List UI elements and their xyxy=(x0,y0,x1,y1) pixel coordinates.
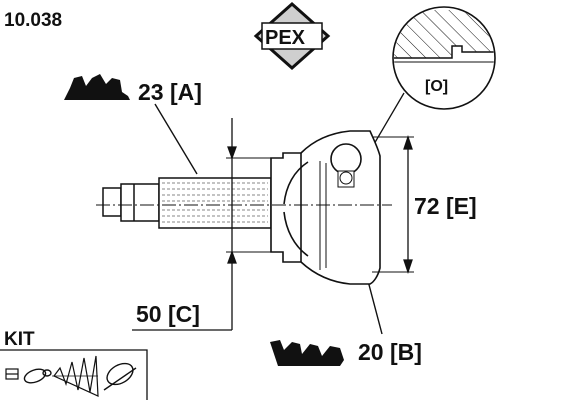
pex-logo: PEX xyxy=(253,1,331,71)
kit-label: KIT xyxy=(4,329,35,350)
dimension-a-label: 23 [A] xyxy=(138,79,202,105)
dimension-b-label: 20 [B] xyxy=(358,339,422,365)
dimension-e-lines xyxy=(372,134,414,275)
joint-housing xyxy=(270,130,381,285)
gear-tooth-icon-b xyxy=(270,340,344,366)
spline-lines xyxy=(162,182,268,223)
detail-label: [O] xyxy=(425,78,448,95)
nut-icon xyxy=(5,368,19,380)
clamp-ring-icon xyxy=(23,368,52,384)
band-clamp-icon xyxy=(103,362,137,391)
dimension-a-leader xyxy=(154,103,198,175)
splined-shaft xyxy=(102,177,272,229)
boot-icon xyxy=(52,355,99,397)
dimension-c-lines xyxy=(132,118,271,331)
kit-box xyxy=(0,349,148,400)
dimension-c-label: 50 [C] xyxy=(136,301,200,327)
gear-tooth-icon-a xyxy=(64,74,130,100)
pex-logo-text: PEX xyxy=(265,27,306,49)
dimension-e-label: 72 [E] xyxy=(414,193,477,219)
detail-circle: [O] xyxy=(392,6,496,110)
part-number: 10.038 xyxy=(4,10,62,31)
